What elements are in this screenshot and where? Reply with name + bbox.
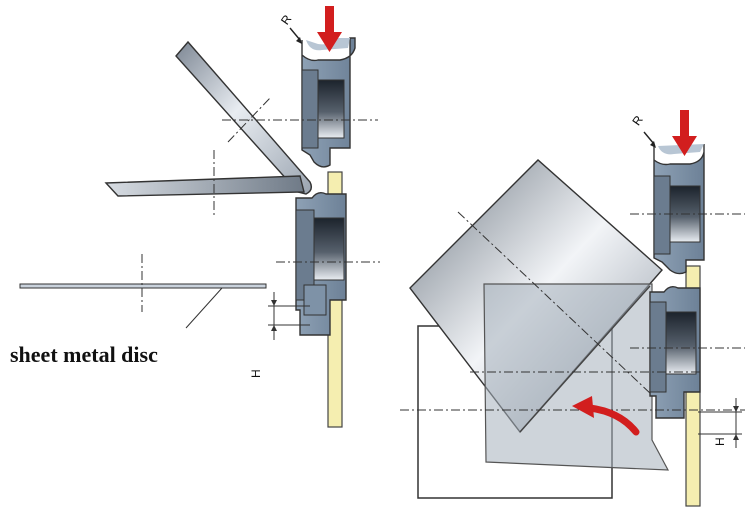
- radius-label-left: R: [278, 12, 295, 27]
- left-assembly: [19, 6, 380, 428]
- lower-tool-left: [295, 191, 347, 336]
- down-arrow-icon: [672, 110, 697, 156]
- disc-body-right: [483, 283, 670, 471]
- disc-leader-line: [185, 287, 223, 329]
- lower-tool-right: [649, 285, 701, 419]
- down-arrow-icon: [317, 6, 342, 52]
- sheet-metal-disc-label: sheet metal disc: [10, 342, 158, 367]
- height-label-right: H: [713, 437, 727, 446]
- upper-tool-left: [301, 37, 356, 168]
- curved-arrow-icon: [572, 396, 640, 436]
- sheet-metal-disc-shape: [19, 283, 267, 289]
- upper-tool-right: [653, 144, 705, 275]
- height-label-left: H: [249, 369, 263, 378]
- bent-flange-left: [175, 40, 313, 195]
- radius-label-right: R: [629, 113, 646, 128]
- horizontal-sheet-left: [104, 175, 305, 197]
- right-assembly: [400, 110, 745, 507]
